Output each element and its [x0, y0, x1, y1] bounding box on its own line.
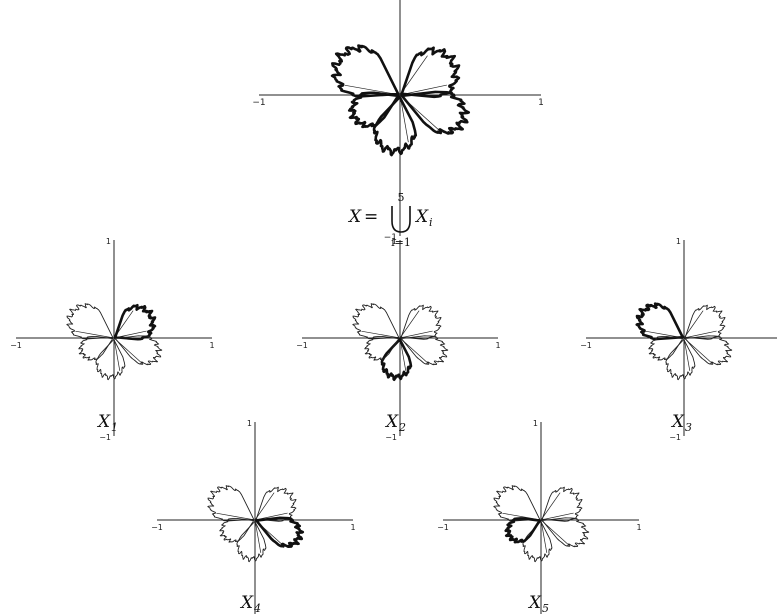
panel-label-subscript: 1 — [111, 421, 118, 434]
panel-caption-x1: X 1 — [96, 412, 118, 434]
panel-caption-x3: X 3 — [670, 412, 692, 434]
y-tick-neg: −1 — [99, 433, 111, 442]
piece-outline — [78, 335, 114, 361]
piece-outline — [352, 303, 400, 340]
caption-lhs: X — [347, 207, 362, 227]
piece-outline — [648, 335, 684, 361]
y-tick-pos: 1 — [106, 237, 111, 246]
interior-spoke — [361, 330, 401, 339]
y-tick-pos: 1 — [247, 419, 252, 428]
piece-outline — [400, 304, 442, 340]
highlighted-piece — [330, 44, 400, 98]
highlighted-piece — [400, 90, 471, 135]
caption-term-subscript: i — [429, 216, 433, 229]
panel-caption-x5: X 5 — [527, 593, 549, 614]
caption-upper-limit: 5 — [398, 191, 405, 204]
y-tick-pos: 1 — [676, 237, 681, 246]
piece-outline — [400, 335, 449, 366]
piece-outline — [95, 339, 126, 381]
interior-spoke — [399, 330, 433, 339]
panel-label: X — [527, 593, 542, 613]
interior-spoke — [683, 337, 691, 371]
highlighted-piece — [347, 91, 400, 129]
piece-outline — [236, 521, 267, 563]
interior-spoke — [254, 519, 262, 553]
highlighted-piece — [504, 517, 541, 544]
panel-caption-x2: X 2 — [384, 412, 406, 434]
x-tick-neg: −1 — [252, 98, 265, 108]
interior-spoke — [254, 492, 275, 521]
x-tick-pos: 1 — [495, 341, 500, 350]
piece-outline — [541, 517, 590, 548]
x-tick-neg: −1 — [437, 523, 449, 532]
interior-spoke — [216, 512, 256, 521]
interior-spoke — [540, 519, 548, 553]
piece-outline — [219, 517, 255, 543]
panel-plot-x4: −111−1 — [151, 419, 356, 614]
piece-outline — [255, 486, 297, 522]
main-caption: X = 5 i=1 X i — [347, 191, 433, 249]
caption-lower-limit: i=1 — [391, 236, 411, 249]
piece-outline — [364, 335, 400, 361]
interior-spoke — [75, 330, 115, 339]
interior-spoke — [399, 310, 420, 339]
interior-spoke — [113, 337, 121, 371]
panel-label: X — [96, 412, 111, 432]
piece-outline — [66, 303, 114, 340]
x-tick-pos: 1 — [636, 523, 641, 532]
highlighted-piece — [255, 516, 305, 548]
piece-outline — [665, 339, 696, 381]
highlighted-piece — [380, 338, 413, 382]
panel-label-subscript: 4 — [253, 602, 261, 614]
interior-spoke — [683, 330, 717, 339]
panel-caption-x4: X 4 — [239, 593, 261, 614]
y-tick-neg: −1 — [669, 433, 681, 442]
interior-spoke — [540, 512, 574, 521]
union-plot: −111−1 — [252, 0, 544, 243]
panel-plot-x2: −1 1 1 −1 — [296, 237, 500, 442]
y-tick-pos: 1 — [533, 419, 538, 428]
y-tick-pos: 1 — [392, 237, 397, 246]
piece-outline — [541, 486, 583, 522]
panel-label: X — [670, 412, 685, 432]
caption-term: X — [414, 207, 429, 227]
big-union-symbol — [391, 206, 411, 233]
piece-outline — [493, 485, 541, 522]
x-tick-pos: 1 — [538, 98, 544, 108]
highlighted-piece — [372, 95, 418, 157]
highlighted-piece — [635, 302, 685, 341]
piece-outline — [207, 485, 255, 522]
caption-equals: = — [364, 207, 378, 227]
piece-outline — [684, 335, 733, 366]
panel-plot-x5: −111−1 — [437, 419, 642, 614]
interior-spoke — [683, 310, 704, 339]
x-tick-pos: 1 — [350, 523, 355, 532]
piece-outline — [114, 335, 163, 366]
x-tick-neg: −1 — [151, 523, 163, 532]
highlighted-piece — [113, 303, 157, 341]
panel-label-subscript: 2 — [398, 421, 406, 434]
x-tick-neg: −1 — [296, 341, 308, 350]
piece-outline — [684, 304, 726, 340]
highlighted-piece — [400, 46, 461, 99]
x-tick-neg: −1 — [580, 341, 592, 350]
x-tick-neg: −1 — [10, 341, 22, 350]
panel-label-subscript: 3 — [685, 421, 692, 434]
panel-label: X — [384, 412, 399, 432]
panel-plot-x3: −111−1 — [580, 237, 777, 442]
y-tick-neg: −1 — [385, 433, 397, 442]
panel-label-subscript: 5 — [542, 602, 549, 614]
piece-outline — [522, 521, 553, 563]
interior-spoke — [540, 492, 561, 521]
x-tick-pos: 1 — [209, 341, 214, 350]
panel-label: X — [239, 593, 254, 613]
y-tick-neg: −1 — [384, 233, 397, 243]
